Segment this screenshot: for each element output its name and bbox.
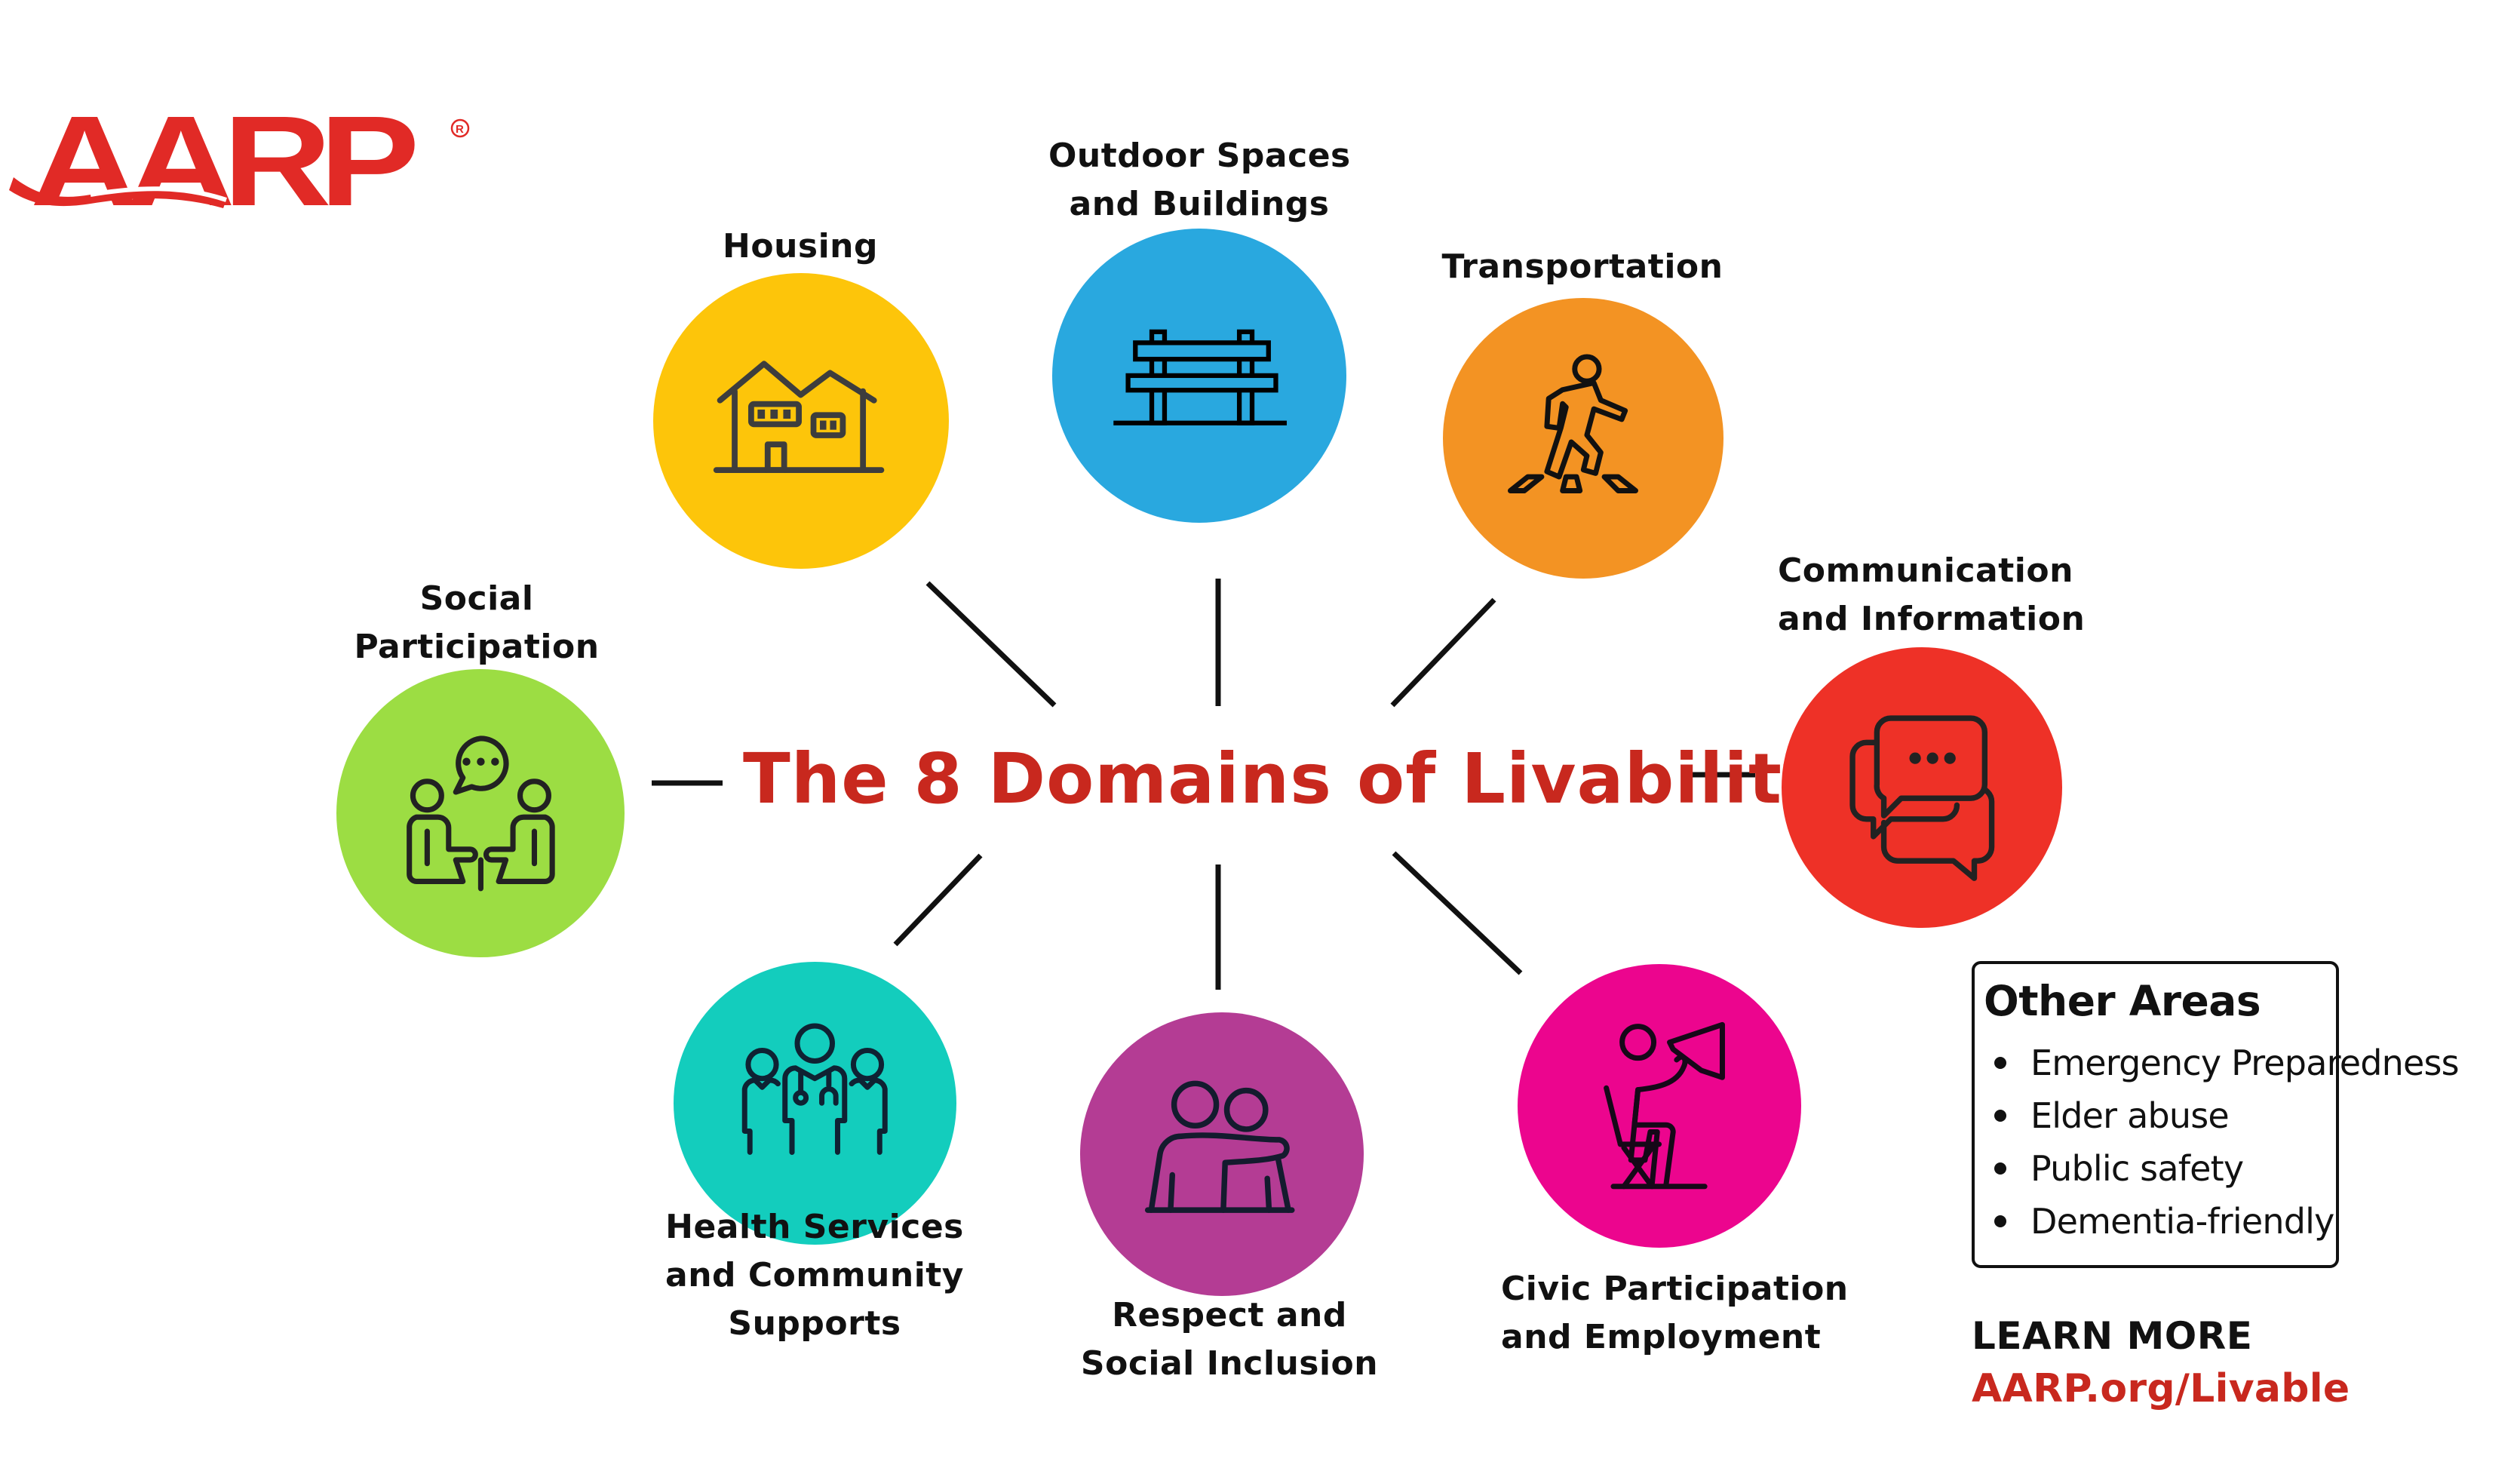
label-line: Participation — [354, 628, 600, 666]
domain-outdoor[interactable] — [1052, 229, 1346, 523]
label-line: and Buildings — [1069, 185, 1330, 223]
list-item-text: Dementia-friendly — [2030, 1201, 2334, 1242]
label-line: Transportation — [1441, 247, 1723, 286]
list-item-text: Elder abuse — [2030, 1095, 2230, 1136]
embracing-people-icon — [1145, 1081, 1295, 1214]
domain-label-civic: Civic Participation and Employment — [1501, 1265, 1849, 1362]
label-line: and Community — [665, 1256, 964, 1294]
label-line: Housing — [723, 227, 878, 266]
label-line: Supports — [728, 1304, 901, 1343]
label-line: Health Services — [665, 1208, 964, 1246]
bullet-icon — [1994, 1162, 2006, 1175]
pedestrian-crosswalk-icon — [1507, 354, 1638, 493]
svg-text:R: R — [456, 123, 464, 136]
house-icon — [714, 361, 885, 474]
megaphone-person-icon — [1604, 1022, 1726, 1190]
bullet-icon — [1994, 1110, 2006, 1122]
learn-more-heading: LEARN MORE — [1972, 1314, 2253, 1358]
list-item: Emergency Preparedness — [1991, 1036, 2460, 1089]
label-line: and Information — [1778, 600, 2086, 638]
aarp-logo: AARP R — [8, 90, 475, 233]
domain-housing[interactable] — [653, 273, 949, 569]
domain-health[interactable] — [674, 962, 956, 1245]
bullet-icon — [1994, 1057, 2006, 1069]
list-item: Public safety — [1991, 1142, 2459, 1195]
connector-health — [893, 853, 983, 947]
domain-label-communication: Communication and Information — [1778, 547, 2095, 643]
domain-label-housing: Housing — [649, 223, 951, 271]
label-line: Communication — [1778, 551, 2073, 590]
domain-label-respect: Respect and Social Inclusion — [1071, 1291, 1388, 1388]
connector-transportation — [1390, 597, 1496, 708]
label-line: Social Inclusion — [1080, 1344, 1379, 1383]
other-areas-list: Emergency Preparedness Elder abuse Publi… — [1991, 1036, 2460, 1248]
domain-label-social: Social Participation — [326, 575, 628, 671]
label-line: and Employment — [1501, 1318, 1822, 1356]
label-line: Civic Participation — [1501, 1270, 1849, 1308]
other-areas-box: Other Areas Emergency Preparedness Elder… — [1972, 961, 2460, 1268]
connector-civic — [1392, 851, 1523, 975]
label-line: Outdoor Spaces — [1048, 137, 1351, 175]
medical-team-icon — [742, 1023, 888, 1156]
domain-label-health: Health Services and Community Supports — [656, 1203, 973, 1348]
domain-communication[interactable] — [1782, 647, 2062, 928]
page-title: The 8 Domains of Livability — [743, 739, 1828, 819]
list-item-text: Public safety — [2030, 1148, 2244, 1189]
bullet-icon — [1994, 1215, 2006, 1227]
chat-bubbles-icon — [1849, 715, 1994, 881]
label-line: Social — [419, 579, 534, 618]
connector-housing — [925, 581, 1057, 708]
domain-label-outdoor: Outdoor Spaces and Buildings — [1048, 132, 1350, 229]
list-item: Dementia-friendly — [1991, 1195, 2459, 1248]
domain-social[interactable] — [336, 669, 625, 957]
park-bench-icon — [1113, 329, 1288, 426]
domain-label-transportation: Transportation — [1432, 243, 1733, 291]
conversation-at-table-icon — [406, 735, 555, 892]
list-item-text: Emergency Preparedness — [2030, 1043, 2460, 1083]
label-line: Respect and — [1112, 1296, 1347, 1334]
domain-respect[interactable] — [1080, 1012, 1364, 1296]
domain-civic[interactable] — [1518, 964, 1801, 1248]
other-areas-title: Other Areas — [1984, 977, 2261, 1025]
domain-transportation[interactable] — [1443, 298, 1723, 579]
livable-link[interactable]: AARP.org/Livable — [1972, 1366, 2350, 1411]
list-item: Elder abuse — [1991, 1089, 2459, 1142]
svg-text:AARP: AARP — [30, 106, 415, 219]
